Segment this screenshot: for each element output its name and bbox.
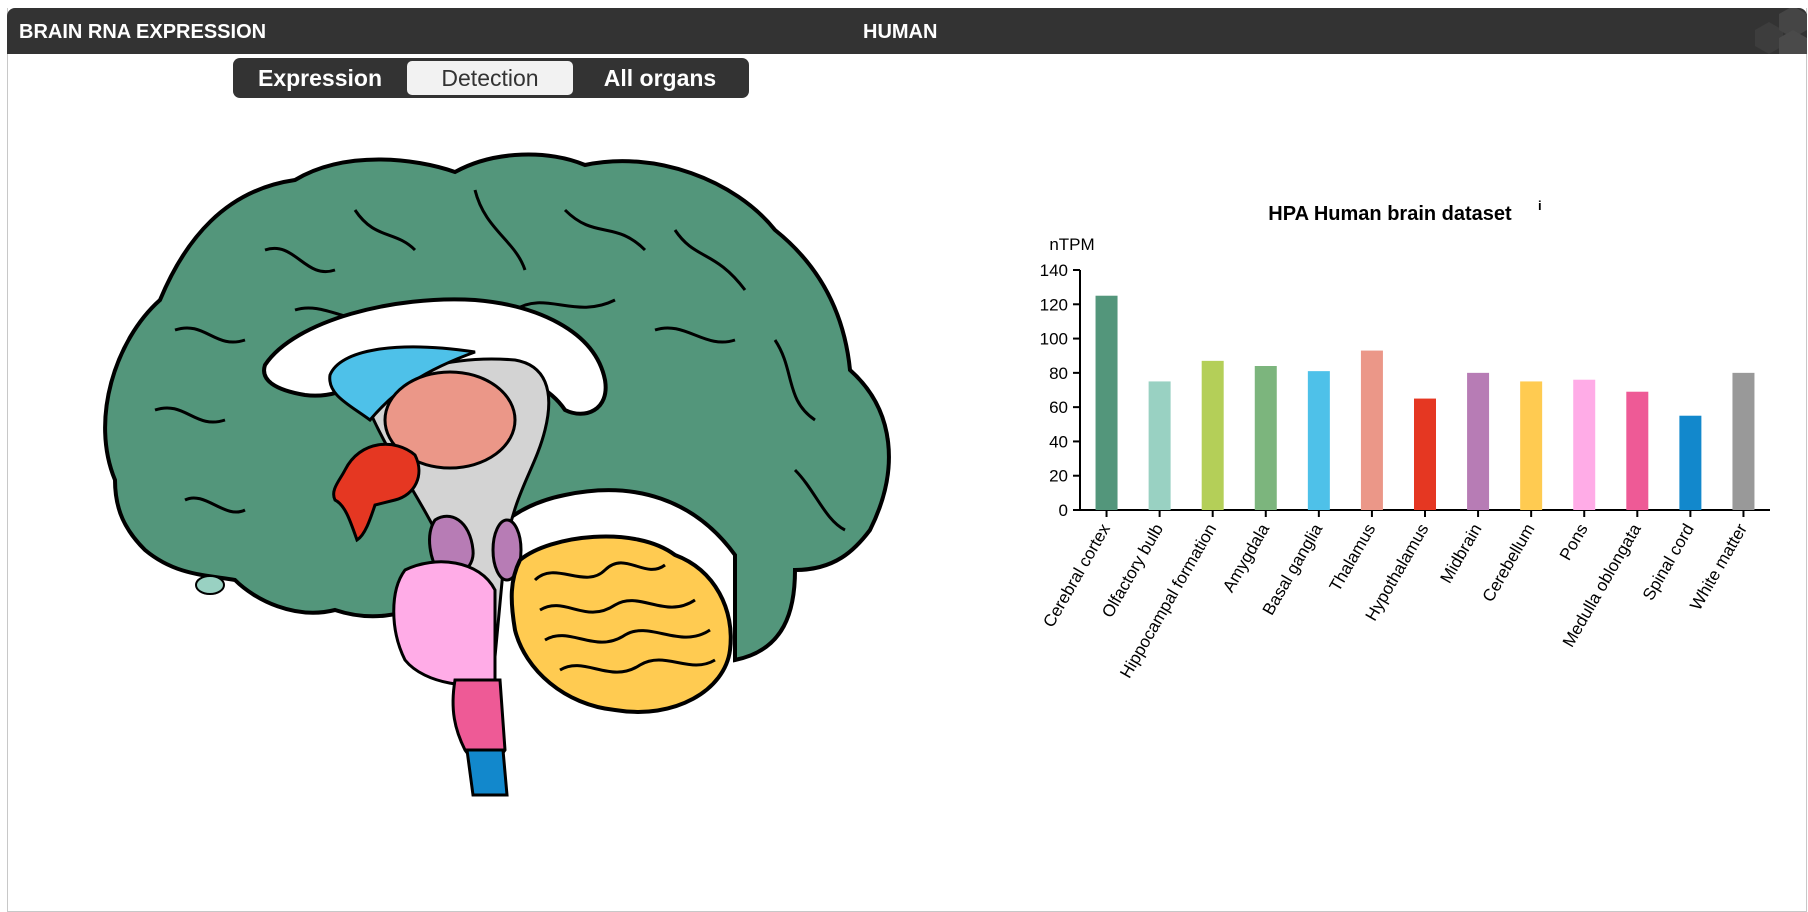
bar-amygdala[interactable] [1254, 366, 1277, 510]
x-tick-label: Spinal cord [1639, 521, 1698, 604]
spinal-cord-region[interactable] [465, 748, 509, 797]
bar-olfactory-bulb[interactable] [1148, 381, 1171, 510]
bar-thalamus[interactable] [1360, 350, 1383, 510]
bar-cerebellum[interactable] [1520, 381, 1543, 510]
panel-title: BRAIN RNA EXPRESSION [19, 21, 267, 43]
view-tabs: Expression Detection All organs [233, 58, 749, 98]
bar-hippocampal-formation[interactable] [1201, 360, 1224, 510]
chart-title: HPA Human brain dataset [1268, 203, 1512, 225]
x-tick-label: Thalamus [1326, 521, 1380, 595]
y-tick-label: 0 [1059, 501, 1068, 520]
x-tick-label: Cerebellum [1479, 521, 1539, 606]
hexagon-logo-icon [1755, 8, 1807, 54]
pons-region[interactable] [392, 560, 497, 687]
x-tick-label: Amygdala [1219, 520, 1274, 595]
brain-expression-chart: HPA Human brain dataset i nTPM 0 20 40 60 80 100… [1039, 198, 1770, 682]
bar-basal-ganglia[interactable] [1307, 371, 1330, 510]
hypothalamus-region[interactable] [332, 442, 421, 543]
basal-ganglia-region[interactable] [328, 345, 476, 423]
bar-hypothalamus[interactable] [1414, 398, 1436, 510]
x-tick-label: Midbrain [1436, 521, 1485, 587]
y-axis-label: nTPM [1049, 235, 1094, 254]
chart-title-info: i [1538, 198, 1542, 213]
x-tick-label: Pons [1556, 521, 1592, 564]
x-tick-label: Hippocampal formation [1116, 521, 1220, 682]
y-tick-label: 40 [1049, 432, 1068, 451]
bar-cerebral-cortex[interactable] [1095, 295, 1118, 510]
y-tick-label: 140 [1040, 261, 1068, 280]
brain-diagram [103, 152, 891, 797]
bar-white-matter[interactable] [1732, 372, 1755, 510]
bar-medulla-oblongata[interactable] [1626, 391, 1649, 510]
y-tick-label: 60 [1049, 398, 1068, 417]
y-tick-label: 100 [1040, 330, 1068, 349]
y-tick-label: 120 [1040, 295, 1068, 314]
bar-pons[interactable] [1573, 379, 1596, 510]
bar-spinal-cord[interactable] [1679, 415, 1702, 510]
species-title: HUMAN [863, 21, 938, 43]
tab-expression[interactable]: Expression [258, 65, 382, 91]
thalamus-region[interactable] [383, 370, 517, 470]
bar-midbrain[interactable] [1467, 372, 1490, 510]
olfactory-bulb-region[interactable] [195, 575, 225, 595]
y-tick-label: 20 [1049, 467, 1068, 486]
y-tick-label: 80 [1049, 364, 1068, 383]
tab-detection[interactable]: Detection [407, 61, 573, 95]
x-tick-label: White matter [1686, 520, 1751, 613]
panel-header: BRAIN RNA EXPRESSION HUMAN [7, 8, 1807, 54]
tab-all-organs[interactable]: All organs [603, 65, 717, 91]
